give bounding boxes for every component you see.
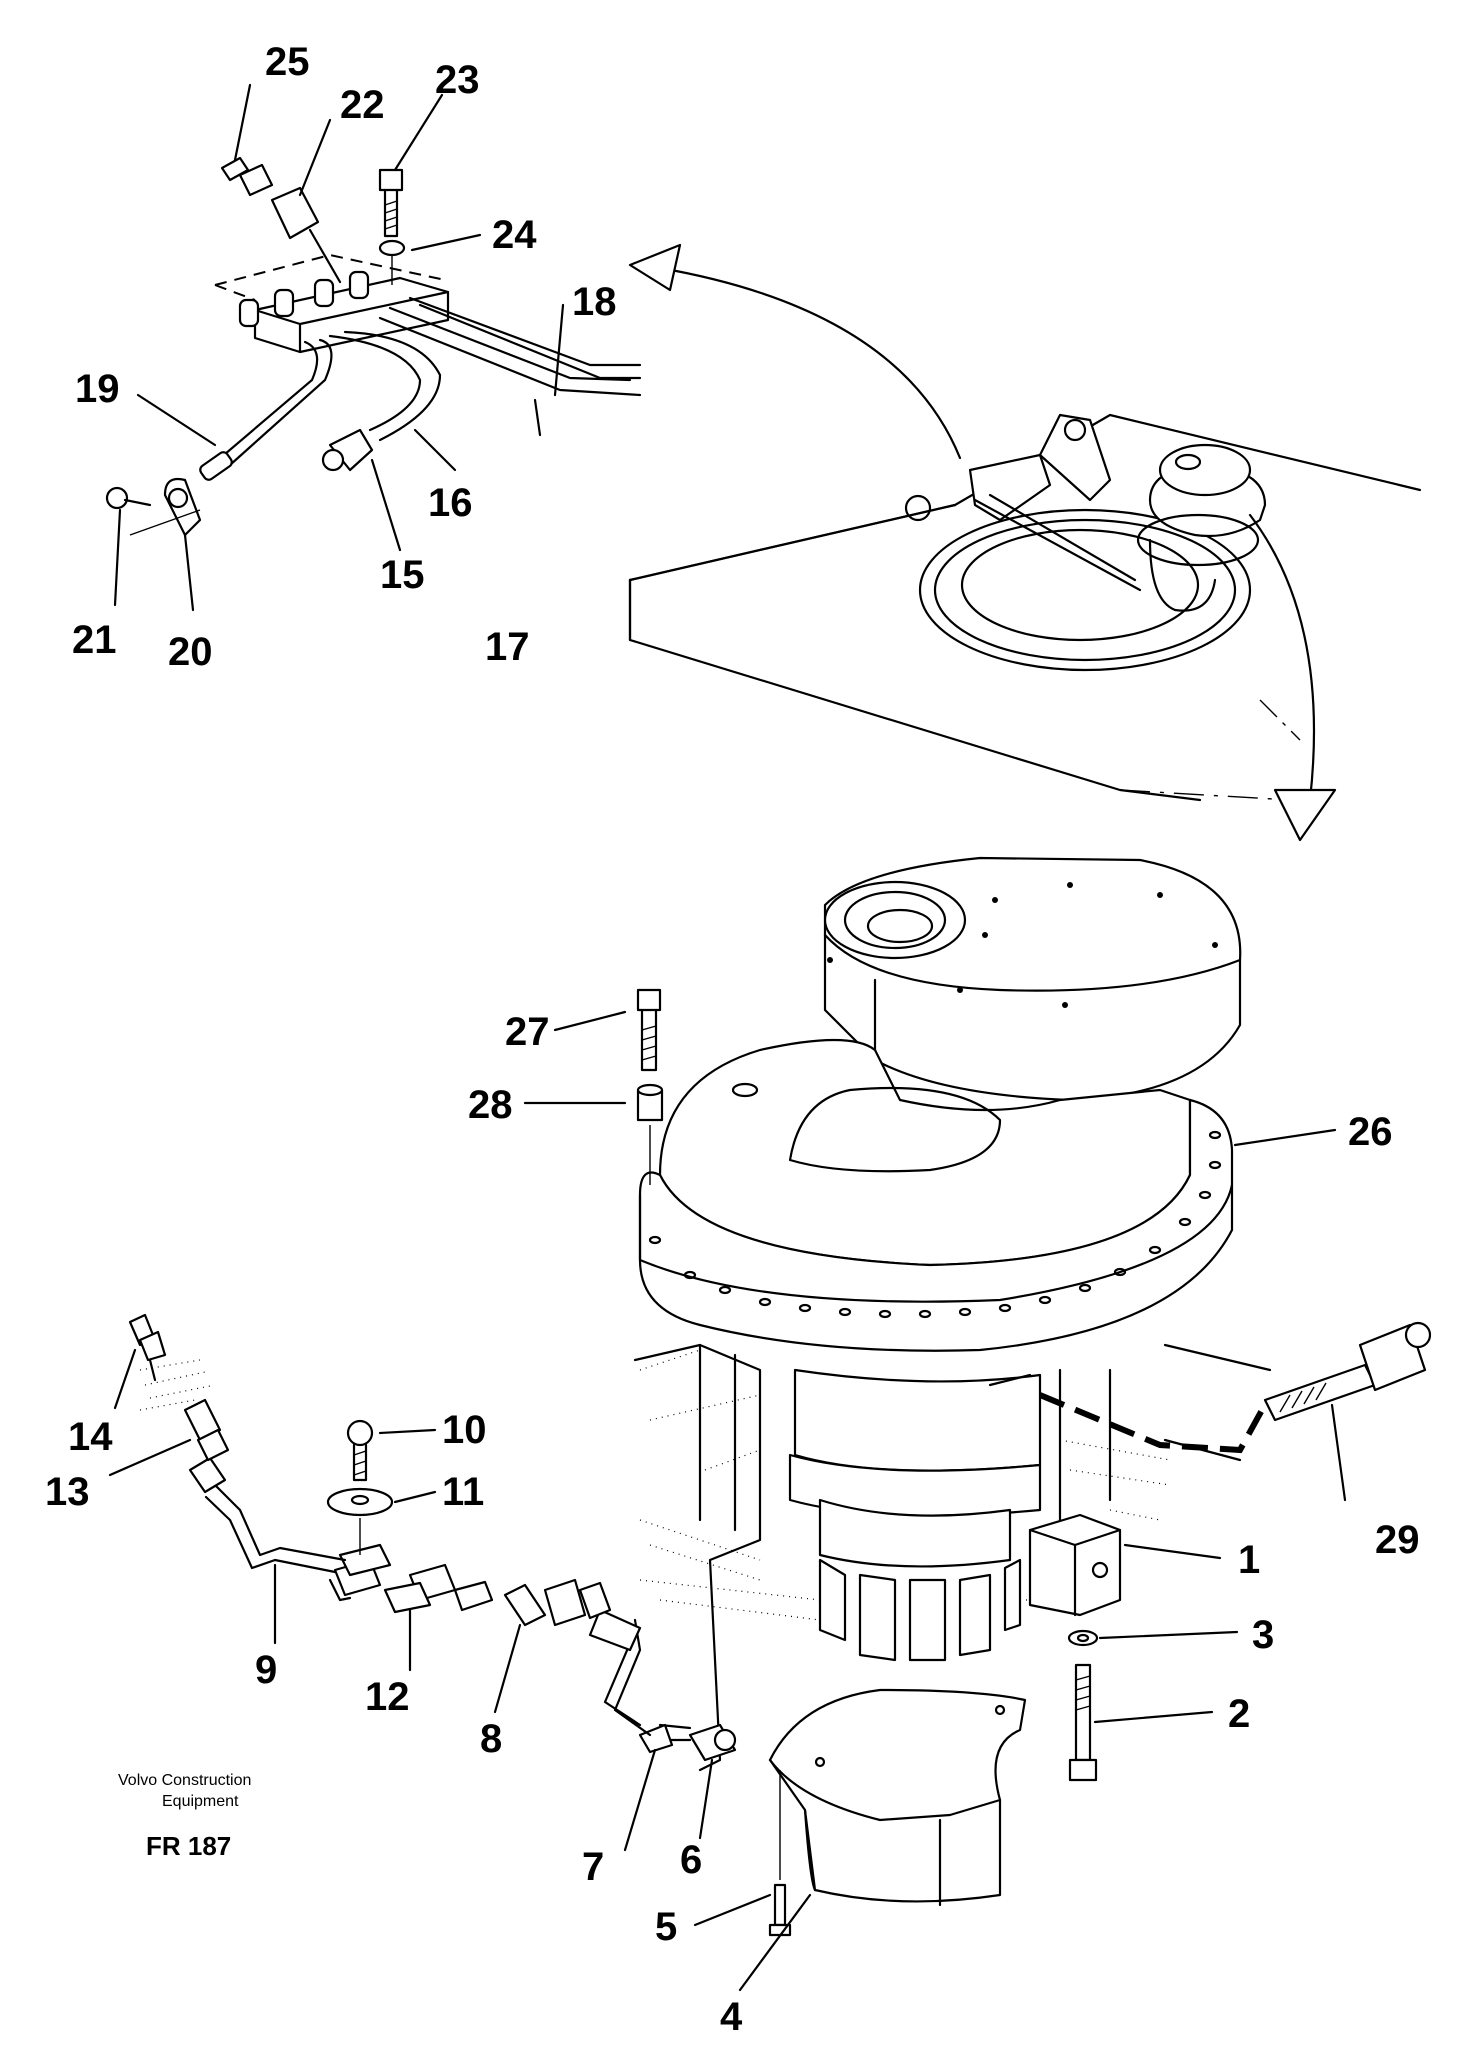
callout-1: 1 bbox=[1238, 1538, 1260, 1582]
callout-21: 21 bbox=[72, 618, 117, 662]
figure-id: FR 187 bbox=[146, 1831, 231, 1861]
callout-27: 27 bbox=[505, 1010, 550, 1054]
callout-18: 18 bbox=[572, 280, 617, 324]
callout-12: 12 bbox=[365, 1675, 410, 1719]
undercarriage-frame-section bbox=[633, 1321, 1432, 1772]
callout-labels: 1 2 3 4 5 6 7 8 9 10 11 12 13 14 15 16 1… bbox=[45, 40, 1420, 2039]
credit-line-1: Volvo Construction bbox=[118, 1772, 251, 1789]
pinion-gear bbox=[818, 1558, 1022, 1662]
callout-22: 22 bbox=[340, 83, 385, 127]
callout-24: 24 bbox=[492, 213, 537, 257]
callout-2: 2 bbox=[1228, 1692, 1250, 1736]
callout-13: 13 bbox=[45, 1470, 90, 1514]
callout-28: 28 bbox=[468, 1083, 513, 1127]
callout-29: 29 bbox=[1375, 1518, 1420, 1562]
callout-15: 15 bbox=[380, 553, 425, 597]
callout-16: 16 bbox=[428, 481, 473, 525]
callout-17: 17 bbox=[485, 625, 530, 669]
callout-3: 3 bbox=[1252, 1613, 1274, 1657]
callout-25: 25 bbox=[265, 40, 310, 84]
distribution-block-assembly bbox=[105, 156, 642, 537]
leader-lines bbox=[108, 83, 1347, 1992]
callout-23: 23 bbox=[435, 58, 480, 102]
flange-bolt-holes bbox=[648, 1130, 1222, 1319]
callout-11: 11 bbox=[442, 1470, 484, 1514]
callout-20: 20 bbox=[168, 630, 213, 674]
lower-parts bbox=[128, 988, 1099, 1937]
upper-frame-platform bbox=[628, 243, 1422, 842]
callout-9: 9 bbox=[255, 1648, 277, 1692]
callout-5: 5 bbox=[655, 1905, 677, 1949]
credit-line-2: Equipment bbox=[162, 1793, 239, 1810]
credit-block: Volvo Construction Equipment FR 187 bbox=[118, 1772, 251, 1861]
callout-8: 8 bbox=[480, 1717, 502, 1761]
callout-19: 19 bbox=[75, 367, 120, 411]
callout-14: 14 bbox=[68, 1415, 113, 1459]
callout-6: 6 bbox=[680, 1838, 702, 1882]
callout-26: 26 bbox=[1348, 1110, 1393, 1154]
callout-7: 7 bbox=[582, 1845, 604, 1889]
callout-10: 10 bbox=[442, 1408, 487, 1452]
swing-gearbox-26 bbox=[638, 856, 1242, 1662]
callout-4: 4 bbox=[720, 1995, 743, 2039]
